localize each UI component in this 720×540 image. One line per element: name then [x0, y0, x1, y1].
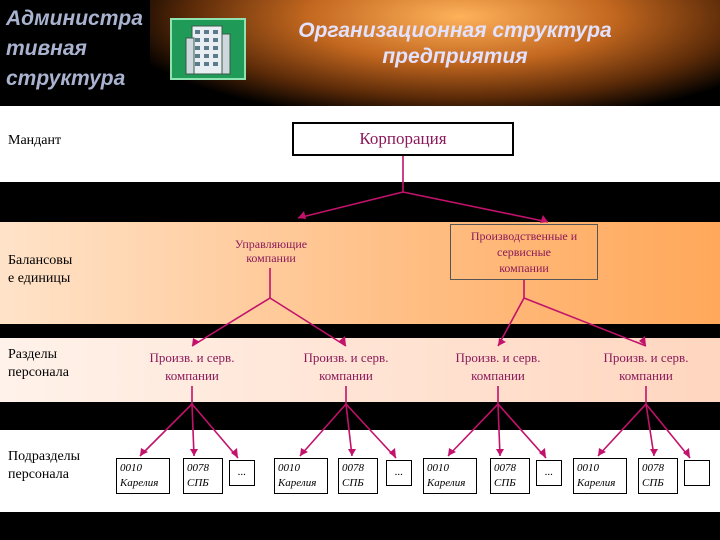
row-label-personnel-subareas: Подразделы персонала [8, 449, 81, 482]
node-corporation: Корпорация [292, 122, 514, 156]
row-label-balance-units: Балансовы е единицы [8, 253, 73, 286]
leaf-dots-3: ... [536, 460, 562, 486]
building-icon [170, 18, 246, 80]
band-balance-units [0, 222, 720, 324]
node-production-service-companies: Производственные и сервисные компании [450, 224, 598, 280]
leaf-spb-2: 0078 СПБ [338, 458, 378, 494]
leaf-dots-2: ... [386, 460, 412, 486]
leaf-karelia-2: 0010 Карелия [274, 458, 328, 494]
band-personnel-areas [0, 338, 720, 402]
node-prod-serv-1: Произв. и серв. компании [149, 350, 235, 383]
leaf-spb-4: 0078 СПБ [638, 458, 678, 494]
leaf-karelia-1: 0010 Карелия [116, 458, 170, 494]
node-prod-serv-3: Произв. и серв. компании [455, 350, 541, 383]
leaf-spb-3: 0078 СПБ [490, 458, 530, 494]
leaf-dots-1: ... [229, 460, 255, 486]
node-prod-serv-2: Произв. и серв. компании [303, 350, 389, 383]
leaf-karelia-4: 0010 Карелия [573, 458, 627, 494]
leaf-blank-4 [684, 460, 710, 486]
slide-title: Организационная структура предприятия [298, 19, 612, 68]
node-management-companies: Управляющие компании [234, 237, 308, 265]
node-prod-serv-4: Произв. и серв. компании [603, 350, 689, 383]
row-label-mandant: Мандант [8, 133, 62, 148]
leaf-spb-1: 0078 СПБ [183, 458, 223, 494]
leaf-karelia-3: 0010 Карелия [423, 458, 477, 494]
band-personnel-subareas [0, 430, 720, 512]
row-label-personnel-areas: Разделы персонала [8, 347, 69, 380]
logo-text: Администра тивная структура [6, 7, 143, 90]
